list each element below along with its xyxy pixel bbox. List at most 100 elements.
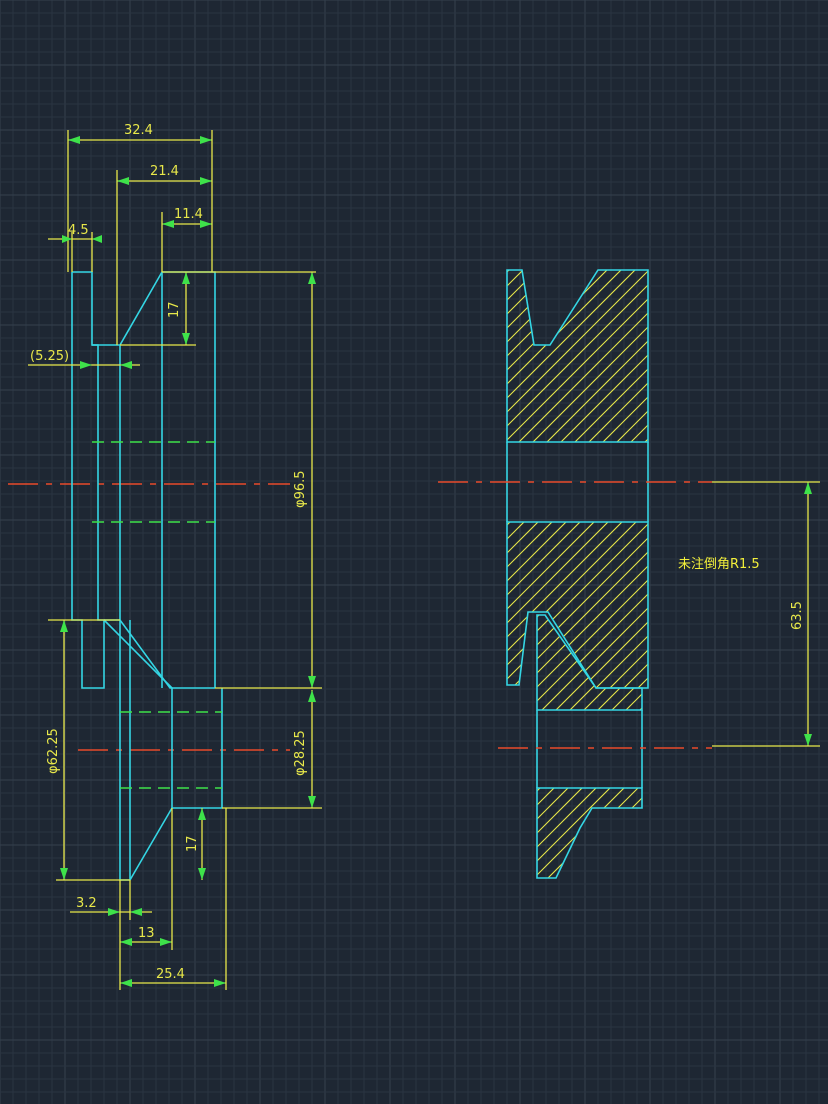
hatch-line (565, 615, 642, 710)
hatch-line (537, 788, 573, 878)
hatch-line (537, 788, 559, 878)
hatch-line (613, 270, 648, 442)
right-section-view: 63.5 未注倒角R1.5 (320, 265, 828, 882)
hatch-line (537, 615, 587, 710)
hatch-line (796, 265, 828, 445)
hatch-line (326, 518, 500, 692)
dim-text-13: 13 (138, 926, 155, 941)
hatch-line (816, 518, 828, 692)
hatch-line (670, 784, 768, 882)
hatch-line (712, 784, 810, 882)
hatch-line (537, 788, 615, 878)
hatch-line (593, 615, 642, 710)
hatch-line (627, 270, 648, 442)
hatch-lower (537, 784, 828, 882)
hatch-line (599, 788, 642, 878)
hatch-line (551, 615, 642, 710)
hatch-line (537, 615, 629, 710)
left-view-outline (71, 271, 223, 881)
dim-text-25-4: 25.4 (156, 967, 185, 982)
hatch-line (537, 788, 629, 878)
hatch-line (664, 610, 768, 714)
hatch-upper (320, 265, 828, 445)
hatch-line (678, 610, 782, 714)
hatch-line (712, 265, 828, 445)
hatch-line (507, 522, 515, 688)
hatch-line (754, 265, 828, 445)
note-untoleranced-fillet: 未注倒角R1.5 (678, 557, 760, 572)
hatch-line (521, 522, 648, 688)
hatch-line (537, 615, 642, 710)
hatch-line (563, 522, 648, 688)
hatch-line (507, 270, 648, 442)
hatch-line (535, 522, 648, 688)
dim-text-17-bottom: 17 (185, 835, 200, 852)
hatch-line (507, 522, 613, 688)
hatch-line (746, 518, 828, 692)
hatch-line (507, 522, 529, 688)
dimension-63-5 (712, 481, 820, 747)
hatch-line (571, 270, 648, 442)
hatch-line (585, 270, 648, 442)
hatch-line (670, 265, 828, 445)
hatch-line (529, 270, 648, 442)
hatch-line (633, 522, 648, 688)
hatch-line (507, 522, 585, 688)
hatch-line (571, 788, 642, 878)
hatch-line (537, 615, 559, 710)
hatch-line (507, 270, 641, 442)
hatch-line (507, 522, 543, 688)
hatch-line (507, 522, 648, 688)
hatch-line (507, 270, 627, 442)
hatch-line (635, 615, 642, 710)
hatch-line (599, 270, 648, 442)
hatch-line (507, 522, 557, 688)
hatch-line (740, 784, 828, 882)
dimension-arrows-left (60, 136, 316, 987)
hatch-line (507, 522, 571, 688)
hatch-line (656, 265, 828, 445)
left-view: 32.4 21.4 11.4 4.5 (5.25) 17 φ96.5 φ62.2… (8, 123, 322, 990)
hatch-line (619, 522, 648, 688)
hatch-line (641, 788, 642, 878)
dim-text-17-top: 17 (167, 301, 182, 318)
hatch-line (605, 522, 648, 688)
hatch-line (704, 518, 828, 692)
hatch-line (748, 610, 828, 714)
right-view-outline (506, 269, 649, 879)
dim-text-32-4: 32.4 (124, 123, 153, 138)
dim-text-21-4: 21.4 (150, 164, 179, 179)
dim-text-11-4: 11.4 (174, 207, 203, 222)
hatch-line (734, 610, 828, 714)
hatch-line (585, 788, 642, 878)
hatch-line (676, 518, 828, 692)
dim-text-dia-28-25: φ28.25 (293, 730, 308, 776)
dim-text-5-25: (5.25) (30, 349, 69, 364)
hatch-line (641, 270, 648, 442)
dim-text-dia-96-5: φ96.5 (293, 470, 308, 508)
hatch-line (537, 788, 545, 878)
dim-text-4-5: 4.5 (68, 223, 89, 238)
hatch-line (543, 270, 648, 442)
hatch-line (537, 615, 545, 710)
hatch-line (740, 265, 828, 445)
hatch-line (621, 615, 642, 710)
hatch-line (320, 265, 500, 445)
hatch-line (537, 788, 587, 878)
hatch-line (507, 270, 543, 442)
hatch-line (537, 615, 601, 710)
hatch-line (690, 518, 828, 692)
hatch-line (824, 265, 828, 445)
dim-text-3-2: 3.2 (76, 896, 97, 911)
hatch-line (507, 270, 529, 442)
hatch-line (718, 518, 828, 692)
hatch-line (698, 265, 828, 445)
hatch-line (656, 784, 754, 882)
hatch-line (507, 522, 627, 688)
hatch-line (507, 270, 515, 442)
hatch-line (537, 788, 601, 878)
hatch-line (507, 522, 648, 688)
dimension-arrows-right (804, 482, 812, 746)
